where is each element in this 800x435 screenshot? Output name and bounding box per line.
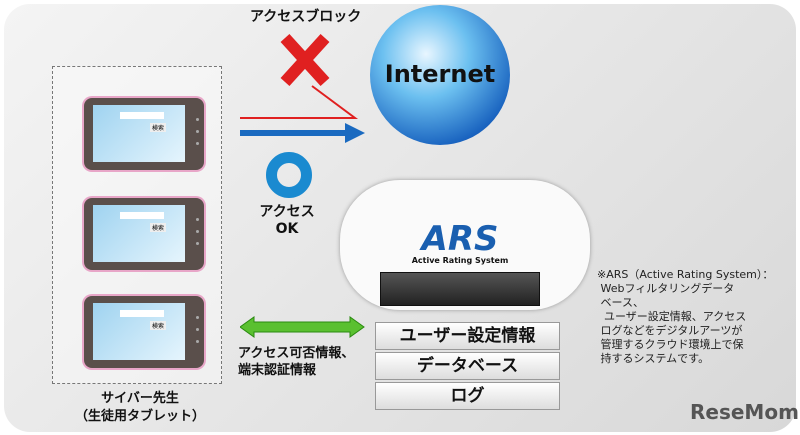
exchange-line: 端末認証情報 <box>238 363 317 378</box>
block-label: アクセスブロック <box>250 9 362 25</box>
search-button: 検索 <box>150 321 167 330</box>
device-caption: サイバー先生 （生徒用タブレット） <box>60 390 220 426</box>
db-user-settings: ユーザー設定情報 <box>375 322 560 350</box>
ok-line: アクセス <box>259 204 315 220</box>
caption-line: サイバー先生 <box>101 391 179 406</box>
internet-globe: Internet <box>370 5 510 145</box>
tablet: 検索 <box>84 98 204 170</box>
ars-logo: ARS Active Rating System <box>395 222 525 265</box>
green-double-arrow <box>240 316 365 338</box>
ars-logo-main: ARS <box>421 219 499 259</box>
exchange-label: アクセス可否情報、端末認証情報 <box>238 345 354 379</box>
caption-line: （生徒用タブレット） <box>74 409 205 424</box>
tablet: 検索 <box>84 198 204 270</box>
ok-arrow <box>240 123 365 143</box>
exchange-line: アクセス可否情報、 <box>238 346 355 361</box>
search-button: 検索 <box>150 123 167 132</box>
ok-ring-icon <box>266 152 312 198</box>
blocked-arrow <box>240 85 359 119</box>
db-log: ログ <box>375 382 560 410</box>
block-x-icon <box>280 33 330 87</box>
server-icon <box>380 272 540 306</box>
ars-logo-sub: Active Rating System <box>411 256 509 265</box>
watermark: ReseMom <box>690 400 799 424</box>
ok-line: OK <box>275 221 299 237</box>
db-database: データベース <box>375 352 560 380</box>
search-button: 検索 <box>150 223 167 232</box>
internet-label: Internet <box>384 60 496 88</box>
ars-note: ※ARS（Active Rating System）： Webフィルタリングデー… <box>597 268 774 365</box>
arrows <box>240 33 365 143</box>
tablet: 検索 <box>84 296 204 368</box>
